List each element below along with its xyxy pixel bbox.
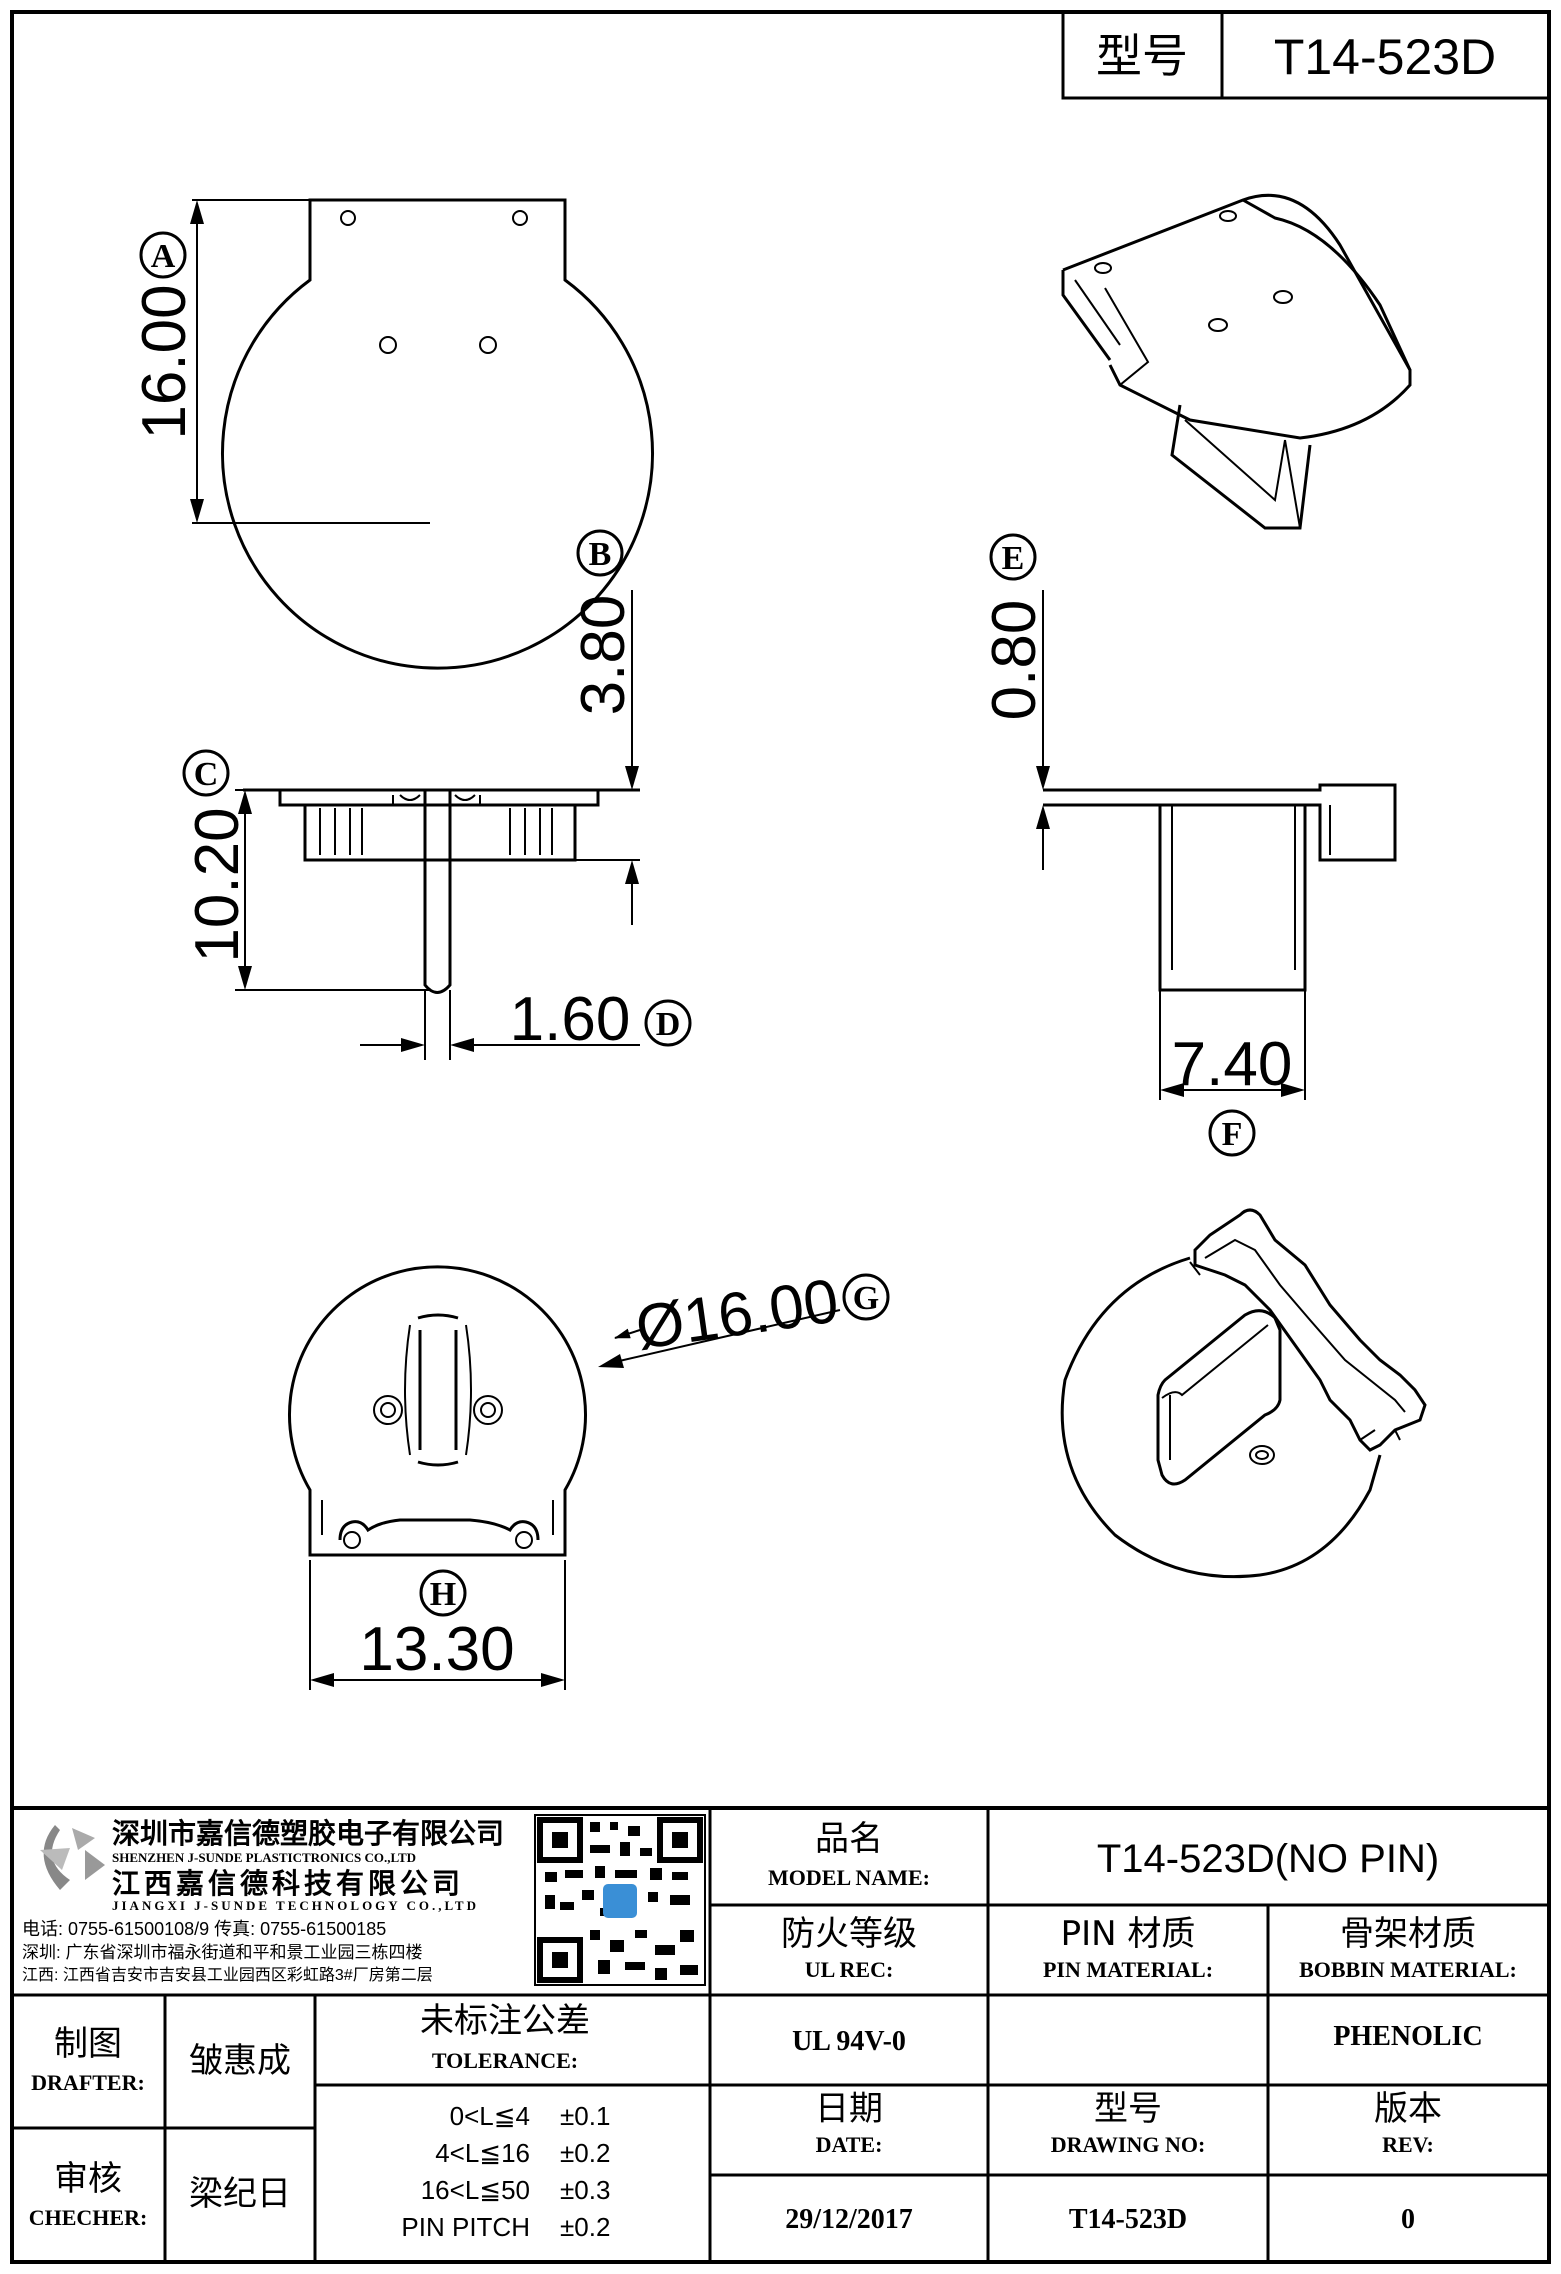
model-name-cn: 品名 xyxy=(815,1819,883,1859)
qr-code xyxy=(534,1814,706,1986)
callout-b: B xyxy=(589,536,612,573)
ul-rec-cn: 防火等级 xyxy=(781,1914,917,1954)
rev-en: REV: xyxy=(1382,2132,1434,2157)
drawing-no-en: DRAWING NO: xyxy=(1051,2132,1206,2157)
model-name-en: MODEL NAME: xyxy=(768,1865,930,1890)
bottom-view xyxy=(288,1265,587,1557)
checker-name: 梁纪日 xyxy=(189,2174,291,2214)
company-name-en: SHENZHEN J-SUNDE PLASTICTRONICS CO.,LTD xyxy=(112,1850,416,1865)
dim-c: 10.20 C xyxy=(182,749,430,991)
rev-value: 0 xyxy=(1401,2204,1415,2235)
isometric-view-bottom xyxy=(1060,1208,1427,1579)
company-logo xyxy=(40,1825,105,1890)
tolerance-cn: 未标注公差 xyxy=(420,2001,590,2041)
tolerance-value: ±0.2 xyxy=(560,2212,610,2242)
tolerance-range: 0<L≦4 xyxy=(450,2101,530,2131)
header-model-label: 型号 xyxy=(1096,30,1188,82)
tolerance-value: ±0.3 xyxy=(560,2175,610,2205)
model-name-value: T14-523D(NO PIN) xyxy=(1097,1837,1439,1881)
dim-d-value: 1.60 xyxy=(510,985,631,1054)
date-en: DATE: xyxy=(816,2132,883,2157)
pin-material-en: PIN MATERIAL: xyxy=(1043,1957,1213,1982)
drafter-name: 皱惠成 xyxy=(189,2041,291,2081)
dim-b: 3.80 B xyxy=(569,529,640,925)
dim-g: Ø16.00 G xyxy=(598,1266,890,1368)
tolerance-range: 4<L≦16 xyxy=(435,2138,530,2168)
bobbin-material-cn: 骨架材质 xyxy=(1340,1914,1476,1954)
tolerance-value: ±0.1 xyxy=(560,2101,610,2131)
company-block: 深圳市嘉信德塑胶电子有限公司 SHENZHEN J-SUNDE PLASTICT… xyxy=(22,1814,706,1986)
drawing-no-cn: 型号 xyxy=(1094,2089,1162,2129)
tolerance-en: TOLERANCE: xyxy=(432,2048,578,2073)
checker-en: CHECHER: xyxy=(29,2205,148,2230)
header-model-box: 型号 T14-523D xyxy=(1061,10,1551,100)
dim-f: 7.40 F xyxy=(1159,990,1306,1157)
company-contact: 电话: 0755-61500108/9 传真: 0755-61500185 xyxy=(22,1919,386,1939)
dim-f-value: 7.40 xyxy=(1172,1030,1293,1099)
dim-h: 13.30 H xyxy=(309,1560,566,1690)
side-view xyxy=(243,788,640,994)
dim-h-value: 13.30 xyxy=(359,1615,514,1684)
rev-cn: 版本 xyxy=(1374,2089,1442,2129)
isometric-view-top xyxy=(1061,193,1412,530)
checker-cn: 审核 xyxy=(54,2159,122,2199)
tolerance-range: PIN PITCH xyxy=(401,2212,530,2242)
callout-c: C xyxy=(194,756,219,793)
front-view xyxy=(1043,783,1397,992)
pin-material-cn: PIN 材质 xyxy=(1061,1914,1196,1954)
ul-rec-en: UL REC: xyxy=(805,1957,894,1982)
drafter-en: DRAFTER: xyxy=(31,2070,145,2095)
header-model-number: T14-523D xyxy=(1274,29,1496,85)
dim-d: 1.60 D xyxy=(360,985,692,1060)
callout-h: H xyxy=(430,1576,456,1613)
callout-a: A xyxy=(151,238,176,275)
tolerance-range: 16<L≦50 xyxy=(421,2175,530,2205)
tolerance-value: ±0.2 xyxy=(560,2138,610,2168)
company2-name-en: JIANGXI J-SUNDE TECHNOLOGY CO.,LTD xyxy=(112,1898,479,1913)
dim-e: 0.80 E xyxy=(980,533,1050,870)
bobbin-material-en: BOBBIN MATERIAL: xyxy=(1299,1957,1517,1982)
date-cn: 日期 xyxy=(815,2089,883,2129)
dim-a-value: 16.00 xyxy=(130,284,199,439)
bobbin-material-value: PHENOLIC xyxy=(1333,2021,1482,2052)
callout-e: E xyxy=(1002,540,1025,577)
callout-g: G xyxy=(853,1280,879,1317)
top-view xyxy=(221,198,654,670)
date-value: 29/12/2017 xyxy=(785,2204,913,2235)
dim-g-value: Ø16.00 xyxy=(632,1266,843,1363)
dim-b-value: 3.80 xyxy=(569,595,638,716)
ul-rec-value: UL 94V-0 xyxy=(792,2026,906,2057)
dim-a: 16.00 A xyxy=(130,199,430,524)
dim-c-value: 10.20 xyxy=(183,807,252,962)
dim-e-value: 0.80 xyxy=(980,600,1049,721)
callout-f: F xyxy=(1222,1116,1243,1153)
sheet-border xyxy=(10,10,1551,2264)
title-block xyxy=(12,1806,1549,2262)
company-addr-jx: 江西: 江西省吉安市吉安县工业园西区彩虹路3#厂房第二层 xyxy=(22,1966,433,1984)
drafter-cn: 制图 xyxy=(54,2024,122,2064)
company2-name-cn: 江西嘉信德科技有限公司 xyxy=(112,1868,464,1899)
callout-d: D xyxy=(656,1006,681,1043)
company-name-cn: 深圳市嘉信德塑胶电子有限公司 xyxy=(112,1817,504,1849)
tolerance-table: 0<L≦4 ±0.1 4<L≦16 ±0.2 16<L≦50 ±0.3 PIN … xyxy=(401,2101,610,2242)
company-addr-sz: 深圳: 广东省深圳市福永街道和平和景工业园三栋四楼 xyxy=(22,1943,422,1962)
drawing-no-value: T14-523D xyxy=(1069,2204,1187,2235)
